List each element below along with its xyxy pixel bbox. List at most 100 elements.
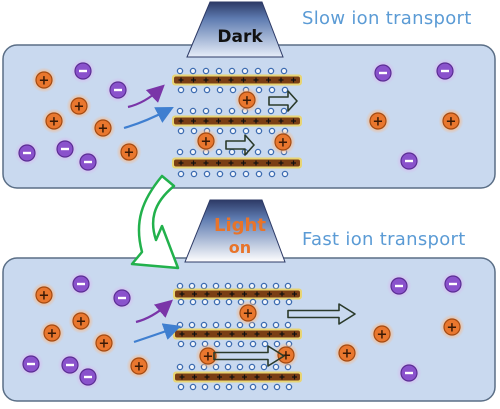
pore-dot	[229, 127, 237, 135]
layer-body	[175, 290, 300, 298]
anion-ion	[370, 60, 396, 86]
bottom-panel-title: Fast ion transport	[302, 229, 466, 250]
pore-dot	[261, 340, 269, 348]
membrane-layer	[173, 328, 302, 340]
pore-dot	[224, 282, 232, 290]
cation-body	[274, 133, 292, 151]
pore-dot	[285, 383, 293, 391]
pore-dot	[189, 383, 197, 391]
cation-ion: +	[91, 330, 117, 356]
pore-dot	[260, 282, 268, 290]
cation-body	[95, 334, 113, 352]
cation-body	[238, 91, 256, 109]
cation-body	[338, 344, 356, 362]
anion-ion	[57, 352, 83, 378]
pore-dot	[190, 170, 198, 178]
pore-dot	[228, 148, 236, 156]
plus-ion-icon: +	[76, 315, 87, 330]
cation-body	[373, 325, 391, 343]
pore-dot	[177, 383, 185, 391]
pore-dot	[228, 107, 236, 115]
plus-ion-icon: +	[373, 115, 384, 130]
pore-dot	[203, 86, 211, 94]
dark-label: Dark	[217, 27, 263, 47]
cation-body	[197, 132, 215, 150]
anion-ion	[70, 58, 96, 84]
pore-dot	[200, 282, 208, 290]
pore-dot	[272, 321, 280, 329]
pore-dot	[242, 127, 250, 135]
anion-ion	[432, 58, 458, 84]
cation-ion: +	[68, 308, 94, 334]
layer-body	[175, 330, 300, 338]
pore-dot	[254, 67, 262, 75]
minus-ion-icon	[405, 159, 413, 163]
pore-dot	[236, 363, 244, 371]
pore-dot	[260, 321, 268, 329]
pore-dot	[261, 383, 269, 391]
pore-dot	[268, 170, 276, 178]
cation-ion: +	[126, 353, 152, 379]
anion-ion	[440, 271, 466, 297]
cation-ion: +	[90, 115, 116, 141]
pore-dot	[216, 127, 224, 135]
cation-ion: +	[195, 343, 221, 369]
pore-dot	[236, 282, 244, 290]
pore-dot	[190, 86, 198, 94]
pore-dot	[176, 282, 184, 290]
plus-ion-icon: +	[98, 122, 109, 137]
membrane-layer	[172, 115, 302, 127]
lamp-icon	[184, 199, 286, 263]
pore-dot	[177, 127, 185, 135]
pore-dot	[261, 298, 269, 306]
minus-ion-icon	[79, 69, 87, 73]
curved-arrow-blue	[133, 323, 182, 344]
minus-ion-icon	[61, 147, 69, 151]
small-hollow-arrow	[225, 134, 255, 156]
pore-dot	[216, 86, 224, 94]
pore-dot	[203, 170, 211, 178]
pore-dot	[254, 107, 262, 115]
anion-ion	[105, 77, 131, 103]
plus-ion-icon: +	[278, 136, 289, 151]
plus-ion-icon: +	[49, 115, 60, 130]
membrane-layer	[172, 74, 302, 86]
plus-ion-icon: +	[99, 337, 110, 352]
pore-dot	[188, 282, 196, 290]
pore-dot	[249, 383, 257, 391]
cation-body	[239, 304, 257, 322]
anion-ion	[52, 136, 78, 162]
minus-ion-icon	[379, 71, 387, 75]
pore-dot	[267, 67, 275, 75]
cation-body	[45, 112, 63, 130]
pore-dot	[255, 86, 263, 94]
pore-dot	[177, 298, 185, 306]
cation-body	[70, 97, 88, 115]
cation-ion: +	[193, 128, 219, 154]
anion-ion	[396, 148, 422, 174]
on-label: on	[228, 238, 252, 257]
pore-dot	[228, 67, 236, 75]
pore-dot	[201, 383, 209, 391]
pore-dot	[281, 170, 289, 178]
minus-ion-icon	[441, 69, 449, 73]
pore-dot	[273, 383, 281, 391]
pore-dot	[285, 298, 293, 306]
anion-ion	[18, 351, 44, 377]
membrane-layer	[172, 157, 302, 169]
pore-dot	[189, 107, 197, 115]
small-hollow-arrow	[268, 90, 298, 112]
plus-ion-icon: +	[377, 328, 388, 343]
cation-ion: +	[369, 321, 395, 347]
long-hollow-arrow	[287, 303, 356, 325]
plus-ion-icon: +	[124, 146, 135, 161]
cation-ion: +	[31, 282, 57, 308]
pore-dot	[248, 363, 256, 371]
anion-ion	[75, 364, 101, 390]
pore-dot	[200, 321, 208, 329]
cation-body	[443, 318, 461, 336]
anion-ion	[396, 360, 422, 386]
plus-ion-icon: +	[242, 94, 253, 109]
cation-ion: +	[334, 340, 360, 366]
pore-dot	[229, 86, 237, 94]
